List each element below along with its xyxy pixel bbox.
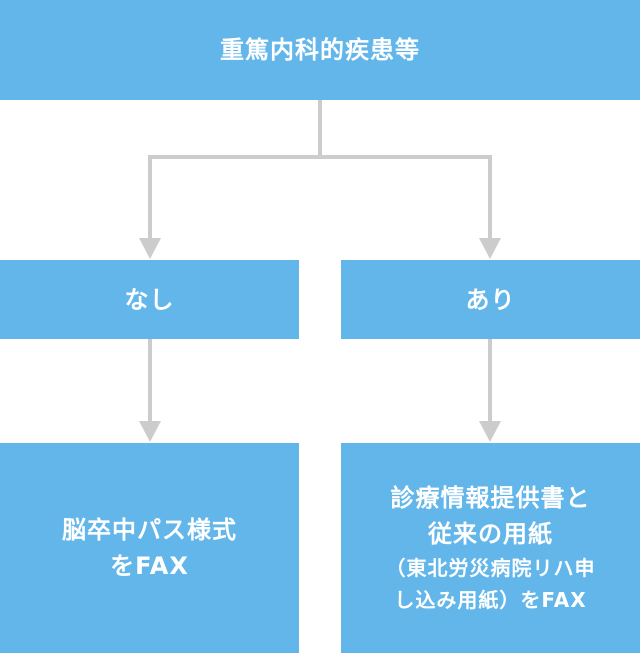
arrowhead-right-branch — [479, 238, 501, 259]
arrowhead-right-result — [479, 421, 501, 442]
result-yes-note-line-2: し込み用紙）をFAX — [394, 588, 587, 612]
result-yes-line-1: 診療情報提供書と — [390, 484, 591, 512]
branch-node-yes: あり — [341, 260, 640, 339]
result-none-line-1: 脳卒中パス様式 — [62, 516, 237, 544]
arrowhead-left-branch — [139, 238, 161, 259]
branch-node-none: なし — [0, 260, 299, 339]
result-yes-note-line-1: （東北労災病院リハ申 — [385, 556, 596, 580]
branch-label-none: なし — [124, 285, 175, 314]
root-label: 重篤内科的疾患等 — [220, 36, 420, 64]
result-node-yes: 診療情報提供書と 従来の用紙 （東北労災病院リハ申 し込み用紙）をFAX — [341, 443, 640, 653]
arrowhead-left-result — [139, 421, 161, 442]
result-node-none: 脳卒中パス様式 をFAX — [0, 443, 299, 653]
result-yes-line-2: 従来の用紙 — [428, 520, 553, 548]
result-none-line-2: をFAX — [110, 552, 189, 580]
root-node: 重篤内科的疾患等 — [0, 0, 640, 100]
branch-label-yes: あり — [465, 285, 516, 314]
